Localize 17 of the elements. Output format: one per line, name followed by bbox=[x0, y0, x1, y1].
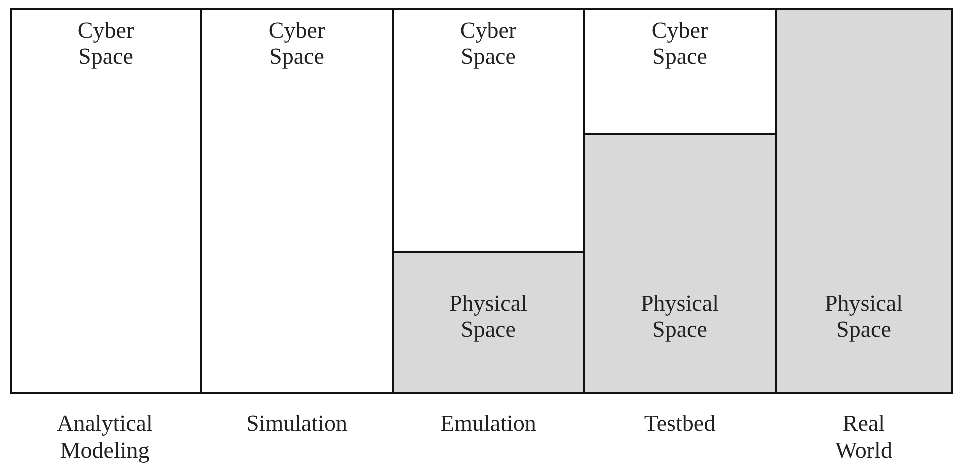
band-label: Cyber Space bbox=[650, 18, 710, 70]
physical-space-band bbox=[775, 8, 953, 394]
band-label: Physical Space bbox=[640, 291, 720, 343]
column-label: Analytical Modeling bbox=[56, 410, 154, 464]
band-label: Cyber Space bbox=[459, 18, 518, 70]
band-label: Cyber Space bbox=[76, 18, 136, 70]
physical-space-band bbox=[392, 251, 585, 394]
band-label: Physical Space bbox=[448, 291, 528, 343]
cyber-space-band bbox=[10, 8, 202, 394]
band-label: Physical Space bbox=[824, 291, 904, 343]
column-label: Emulation bbox=[440, 410, 538, 437]
band-label: Cyber Space bbox=[268, 18, 326, 70]
column-label: Testbed bbox=[643, 410, 717, 437]
physical-space-band bbox=[583, 133, 777, 394]
column-label: Simulation bbox=[246, 410, 348, 437]
column-label: Real World bbox=[834, 410, 894, 464]
cyber-space-band bbox=[200, 8, 394, 394]
